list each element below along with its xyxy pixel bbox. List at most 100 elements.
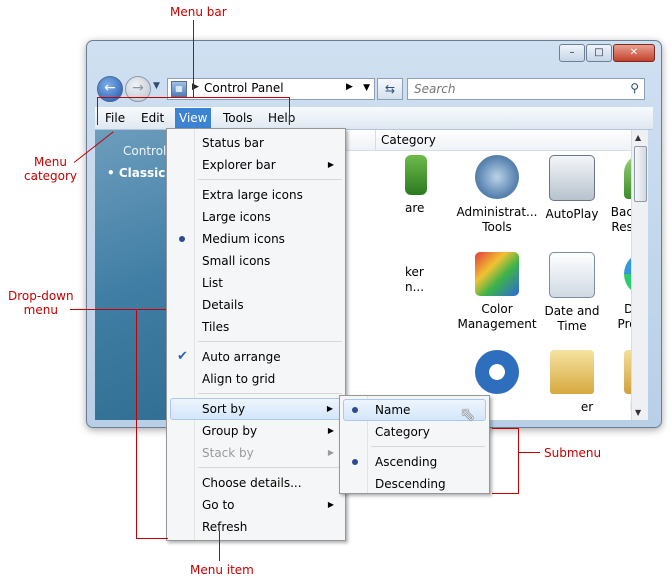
menu-separator <box>198 341 342 342</box>
list-item[interactable]: AutoPlay <box>531 155 613 222</box>
vertical-scrollbar[interactable]: ▲ ▼ <box>631 130 648 420</box>
menu-item-list[interactable]: List <box>202 276 223 290</box>
default-programs-icon <box>624 252 631 296</box>
radio-bullet-icon <box>352 407 358 413</box>
chevron-down-icon[interactable]: ▼ <box>153 81 160 91</box>
administrative-tools-icon <box>475 155 519 199</box>
annotation-line <box>97 97 289 98</box>
list-item[interactable]: Administrat... Tools <box>456 155 538 235</box>
column-divider[interactable] <box>375 130 376 150</box>
view-dropdown-menu: Status bar Explorer bar▶ Extra large ico… <box>166 128 346 541</box>
breadcrumb[interactable]: Control Panel <box>204 81 284 95</box>
menu-item-go-to[interactable]: Go to▶ <box>170 494 342 516</box>
scroll-down-icon[interactable]: ▼ <box>635 408 642 417</box>
list-item[interactable]: Color Management <box>456 252 538 332</box>
submenu-arrow-icon: ▶ <box>326 404 333 413</box>
mouse-cursor-icon: ⬁ <box>460 404 476 425</box>
menu-bar: File Edit View Tools Help <box>95 107 653 130</box>
annotation-line <box>97 97 98 125</box>
menu-separator <box>198 467 342 468</box>
menu-item-refresh[interactable]: Refresh <box>202 520 248 534</box>
menu-item-extra-large-icons[interactable]: Extra large icons <box>202 188 303 202</box>
annotation-submenu: Submenu <box>544 446 602 460</box>
annotation-line <box>289 97 290 125</box>
submenu-item-ascending[interactable]: Ascending <box>343 451 486 473</box>
chevron-down-icon[interactable]: ▼ <box>363 83 370 93</box>
menu-item-align-to-grid[interactable]: Align to grid <box>202 372 276 386</box>
submenu-arrow-icon: ▶ <box>327 426 334 435</box>
checkmark-icon: ✔ <box>177 349 188 364</box>
menu-file[interactable]: File <box>105 111 126 125</box>
annotation-line <box>219 531 220 561</box>
column-category[interactable]: Category <box>381 133 436 147</box>
caption-buttons: – □ ✕ <box>559 44 655 62</box>
menu-view[interactable]: View <box>175 108 212 128</box>
sort-by-submenu: Name Category Ascending Descending <box>339 395 490 494</box>
menu-tools[interactable]: Tools <box>223 111 253 125</box>
scroll-up-icon[interactable]: ▲ <box>635 133 642 142</box>
minimize-icon[interactable]: – <box>559 44 585 62</box>
menu-item-explorer-bar[interactable]: Explorer bar▶ <box>170 154 342 176</box>
forward-button[interactable]: → <box>125 76 151 102</box>
menu-separator <box>371 446 485 447</box>
search-box[interactable]: ⚲ <box>407 78 645 100</box>
arrow-right-icon: → <box>132 80 144 96</box>
annotation-line <box>136 538 168 539</box>
menu-item-tiles[interactable]: Tiles <box>202 320 230 334</box>
annotation-line <box>193 20 194 97</box>
refresh-button[interactable]: ⇆ <box>377 78 403 100</box>
annotation-menu-bar: Menu bar <box>170 5 227 19</box>
list-item[interactable]: Default Programs <box>605 252 631 332</box>
menu-item-small-icons[interactable]: Small icons <box>202 254 271 268</box>
calendar-icon <box>549 252 595 298</box>
menu-item-large-icons[interactable]: Large icons <box>202 210 271 224</box>
annotation-dropdown: Drop-down menu <box>8 289 74 317</box>
close-icon[interactable]: ✕ <box>613 44 655 62</box>
refresh-icon: ⇆ <box>384 82 396 96</box>
autoplay-icon <box>549 155 595 201</box>
backup-icon <box>624 155 631 199</box>
annotation-line <box>136 309 137 538</box>
column-header: Category <box>265 130 631 151</box>
list-item[interactable]: er <box>531 350 613 415</box>
annotation-menu-category: Menu category <box>24 155 78 183</box>
search-icon[interactable]: ⚲ <box>630 81 639 95</box>
menu-item-choose-details[interactable]: Choose details... <box>202 476 302 490</box>
scroll-thumb[interactable] <box>634 146 647 202</box>
folder-icon <box>550 350 594 394</box>
list-item[interactable]: Backup and Restore C... <box>605 155 631 235</box>
annotation-line <box>136 309 166 310</box>
menu-edit[interactable]: Edit <box>141 111 165 125</box>
submenu-item-descending[interactable]: Descending <box>375 477 446 491</box>
submenu-item-name[interactable]: Name <box>343 399 486 421</box>
breadcrumb-arrow-icon[interactable]: ▶ <box>346 82 353 92</box>
annotation-line <box>492 428 519 429</box>
radio-bullet-icon <box>352 459 358 465</box>
fonts-icon <box>624 350 631 394</box>
search-input[interactable] <box>412 79 616 99</box>
menu-item-auto-arrange[interactable]: ✔Auto arrange <box>170 346 342 368</box>
arrow-left-icon: ← <box>104 80 116 96</box>
radio-bullet-icon <box>179 236 185 242</box>
list-item[interactable]: Date and Time <box>531 252 613 334</box>
list-item[interactable] <box>456 350 538 400</box>
maximize-icon[interactable]: □ <box>586 44 612 62</box>
breadcrumb-arrow-icon[interactable]: ▶ <box>192 82 199 92</box>
menu-help[interactable]: Help <box>268 111 296 125</box>
menu-item-details[interactable]: Details <box>202 298 244 312</box>
back-button[interactable]: ← <box>97 76 123 102</box>
menu-item-sort-by[interactable]: Sort by▶ <box>170 398 342 420</box>
color-management-icon <box>475 252 519 296</box>
annotation-menu-item: Menu item <box>190 563 254 577</box>
shield-icon <box>405 155 427 195</box>
submenu-item-category[interactable]: Category <box>375 425 430 439</box>
annotation-line <box>492 493 519 494</box>
annotation-line <box>518 428 519 494</box>
address-bar[interactable]: ▦ ▶ Control Panel ▶ ▼ <box>167 78 375 100</box>
menu-item-medium-icons[interactable]: Medium icons <box>170 228 342 250</box>
list-item[interactable]: are <box>405 155 445 216</box>
control-panel-icon: ▦ <box>171 81 187 97</box>
menu-item-group-by[interactable]: Group by▶ <box>170 420 342 442</box>
menu-item-status-bar[interactable]: Status bar <box>202 136 264 150</box>
list-item[interactable]: Fonts <box>605 350 631 415</box>
